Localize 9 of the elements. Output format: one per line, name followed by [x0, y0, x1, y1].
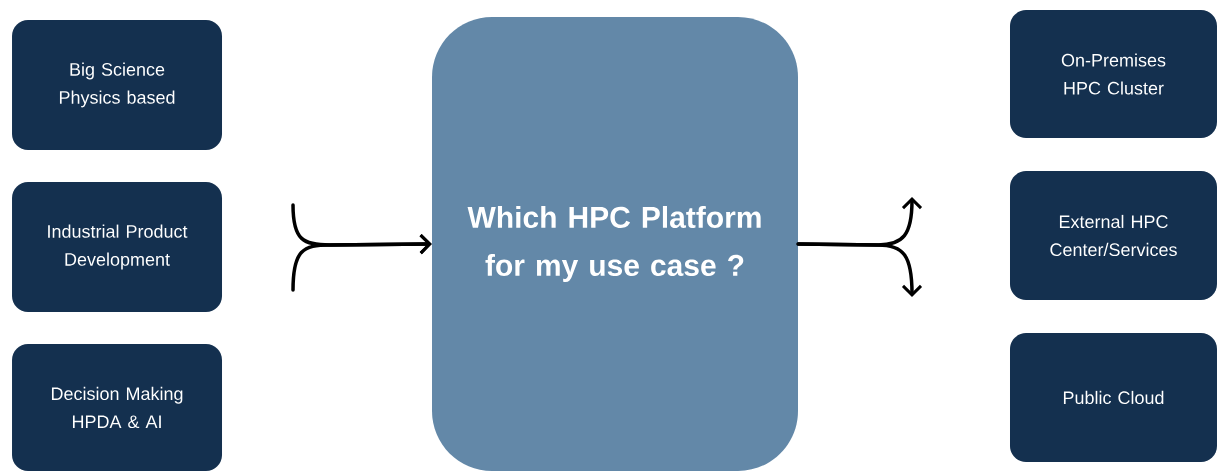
arrow [796, 242, 923, 297]
category-box: Industrial Product Development [12, 182, 222, 312]
category-box: Big Science Physics based [12, 20, 222, 150]
arrow [291, 234, 432, 292]
platform-box: On-Premises HPC Cluster [1010, 10, 1217, 138]
platform-box: Public Cloud [1010, 333, 1217, 462]
question-box: Which HPC Platform for my use case ? [432, 17, 798, 471]
category-box: Decision Making HPDA & AI [12, 344, 222, 471]
platform-box: External HPC Center/Services [1010, 171, 1217, 300]
